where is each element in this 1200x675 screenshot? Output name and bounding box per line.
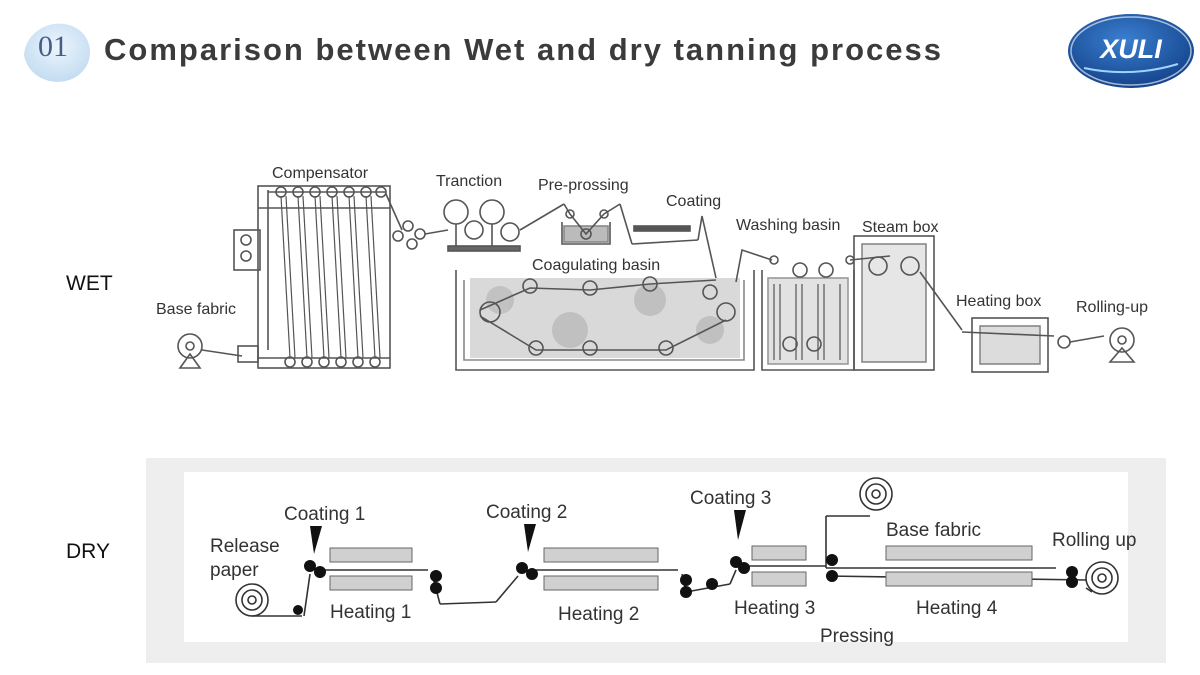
coagulating-basin	[455, 270, 755, 371]
dry-release-paper-label-line2: paper	[210, 560, 259, 581]
coating-3-blade	[734, 510, 746, 540]
heater-2-top	[543, 547, 659, 563]
section-badge	[24, 23, 90, 82]
steam-box	[853, 235, 935, 371]
base-fabric-roll-icon	[859, 477, 893, 511]
base-fabric-roll-icon	[177, 333, 203, 359]
dry-base-fabric-label: Base fabric	[886, 520, 981, 541]
dry-heating-3-label: Heating 3	[734, 598, 815, 619]
wet-coagulating-basin-label: Coagulating basin	[532, 257, 660, 274]
dry-coating-2-label: Coating 2	[486, 502, 567, 523]
wet-traction-label: Tranction	[436, 173, 502, 190]
heater-4-top	[885, 545, 1033, 561]
heater-2-bottom	[543, 575, 659, 591]
heater-1-top	[329, 547, 413, 563]
wet-process-diagram: Base fabric Compensator Tranction Pre-pr…	[156, 165, 1148, 373]
heater-4-bottom	[885, 571, 1033, 587]
rolling-up-roll-icon	[1109, 327, 1135, 353]
xuli-logo: XULI	[1068, 14, 1194, 88]
heater-3-bottom	[751, 571, 807, 587]
dry-rolling-up-label: Rolling up	[1052, 530, 1137, 551]
wet-steam-box-label: Steam box	[862, 219, 938, 236]
wet-rolling-up-label: Rolling-up	[1076, 299, 1148, 316]
traction-roll	[443, 199, 469, 225]
wet-label: WET	[66, 272, 113, 295]
wet-coating-label: Coating	[666, 193, 721, 210]
coating-2-blade	[524, 524, 536, 552]
heater-1-bottom	[329, 575, 413, 591]
dry-coating-3-label: Coating 3	[690, 488, 771, 509]
wet-base-fabric-label: Base fabric	[156, 301, 236, 318]
wet-pre-pressing-label: Pre-prossing	[538, 177, 629, 194]
dry-pressing-label: Pressing	[820, 626, 894, 647]
wet-washing-basin-label: Washing basin	[736, 217, 840, 234]
dry-heating-2-label: Heating 2	[558, 604, 639, 625]
dry-heating-4-label: Heating 4	[916, 598, 998, 619]
coating-1-blade	[310, 526, 322, 554]
heater-3-top	[751, 545, 807, 561]
dry-release-paper-label-line1: Release	[210, 536, 280, 557]
wet-heating-box-label: Heating box	[956, 293, 1041, 310]
dry-heating-1-label: Heating 1	[330, 602, 411, 623]
page-title: Comparison between Wet and dry tanning p…	[104, 32, 943, 67]
dry-process-diagram: Release paper Coating 1 Coating 2 Coatin…	[146, 458, 1166, 663]
dry-coating-1-label: Coating 1	[284, 504, 365, 525]
heating-box	[971, 317, 1049, 373]
wet-compensator-label: Compensator	[272, 165, 369, 182]
section-number: 01	[38, 30, 68, 63]
rolling-up-roll-icon	[1085, 561, 1119, 595]
compensator-frame	[257, 185, 391, 369]
dry-label: DRY	[66, 540, 110, 563]
logo-text: XULI	[1098, 34, 1162, 64]
